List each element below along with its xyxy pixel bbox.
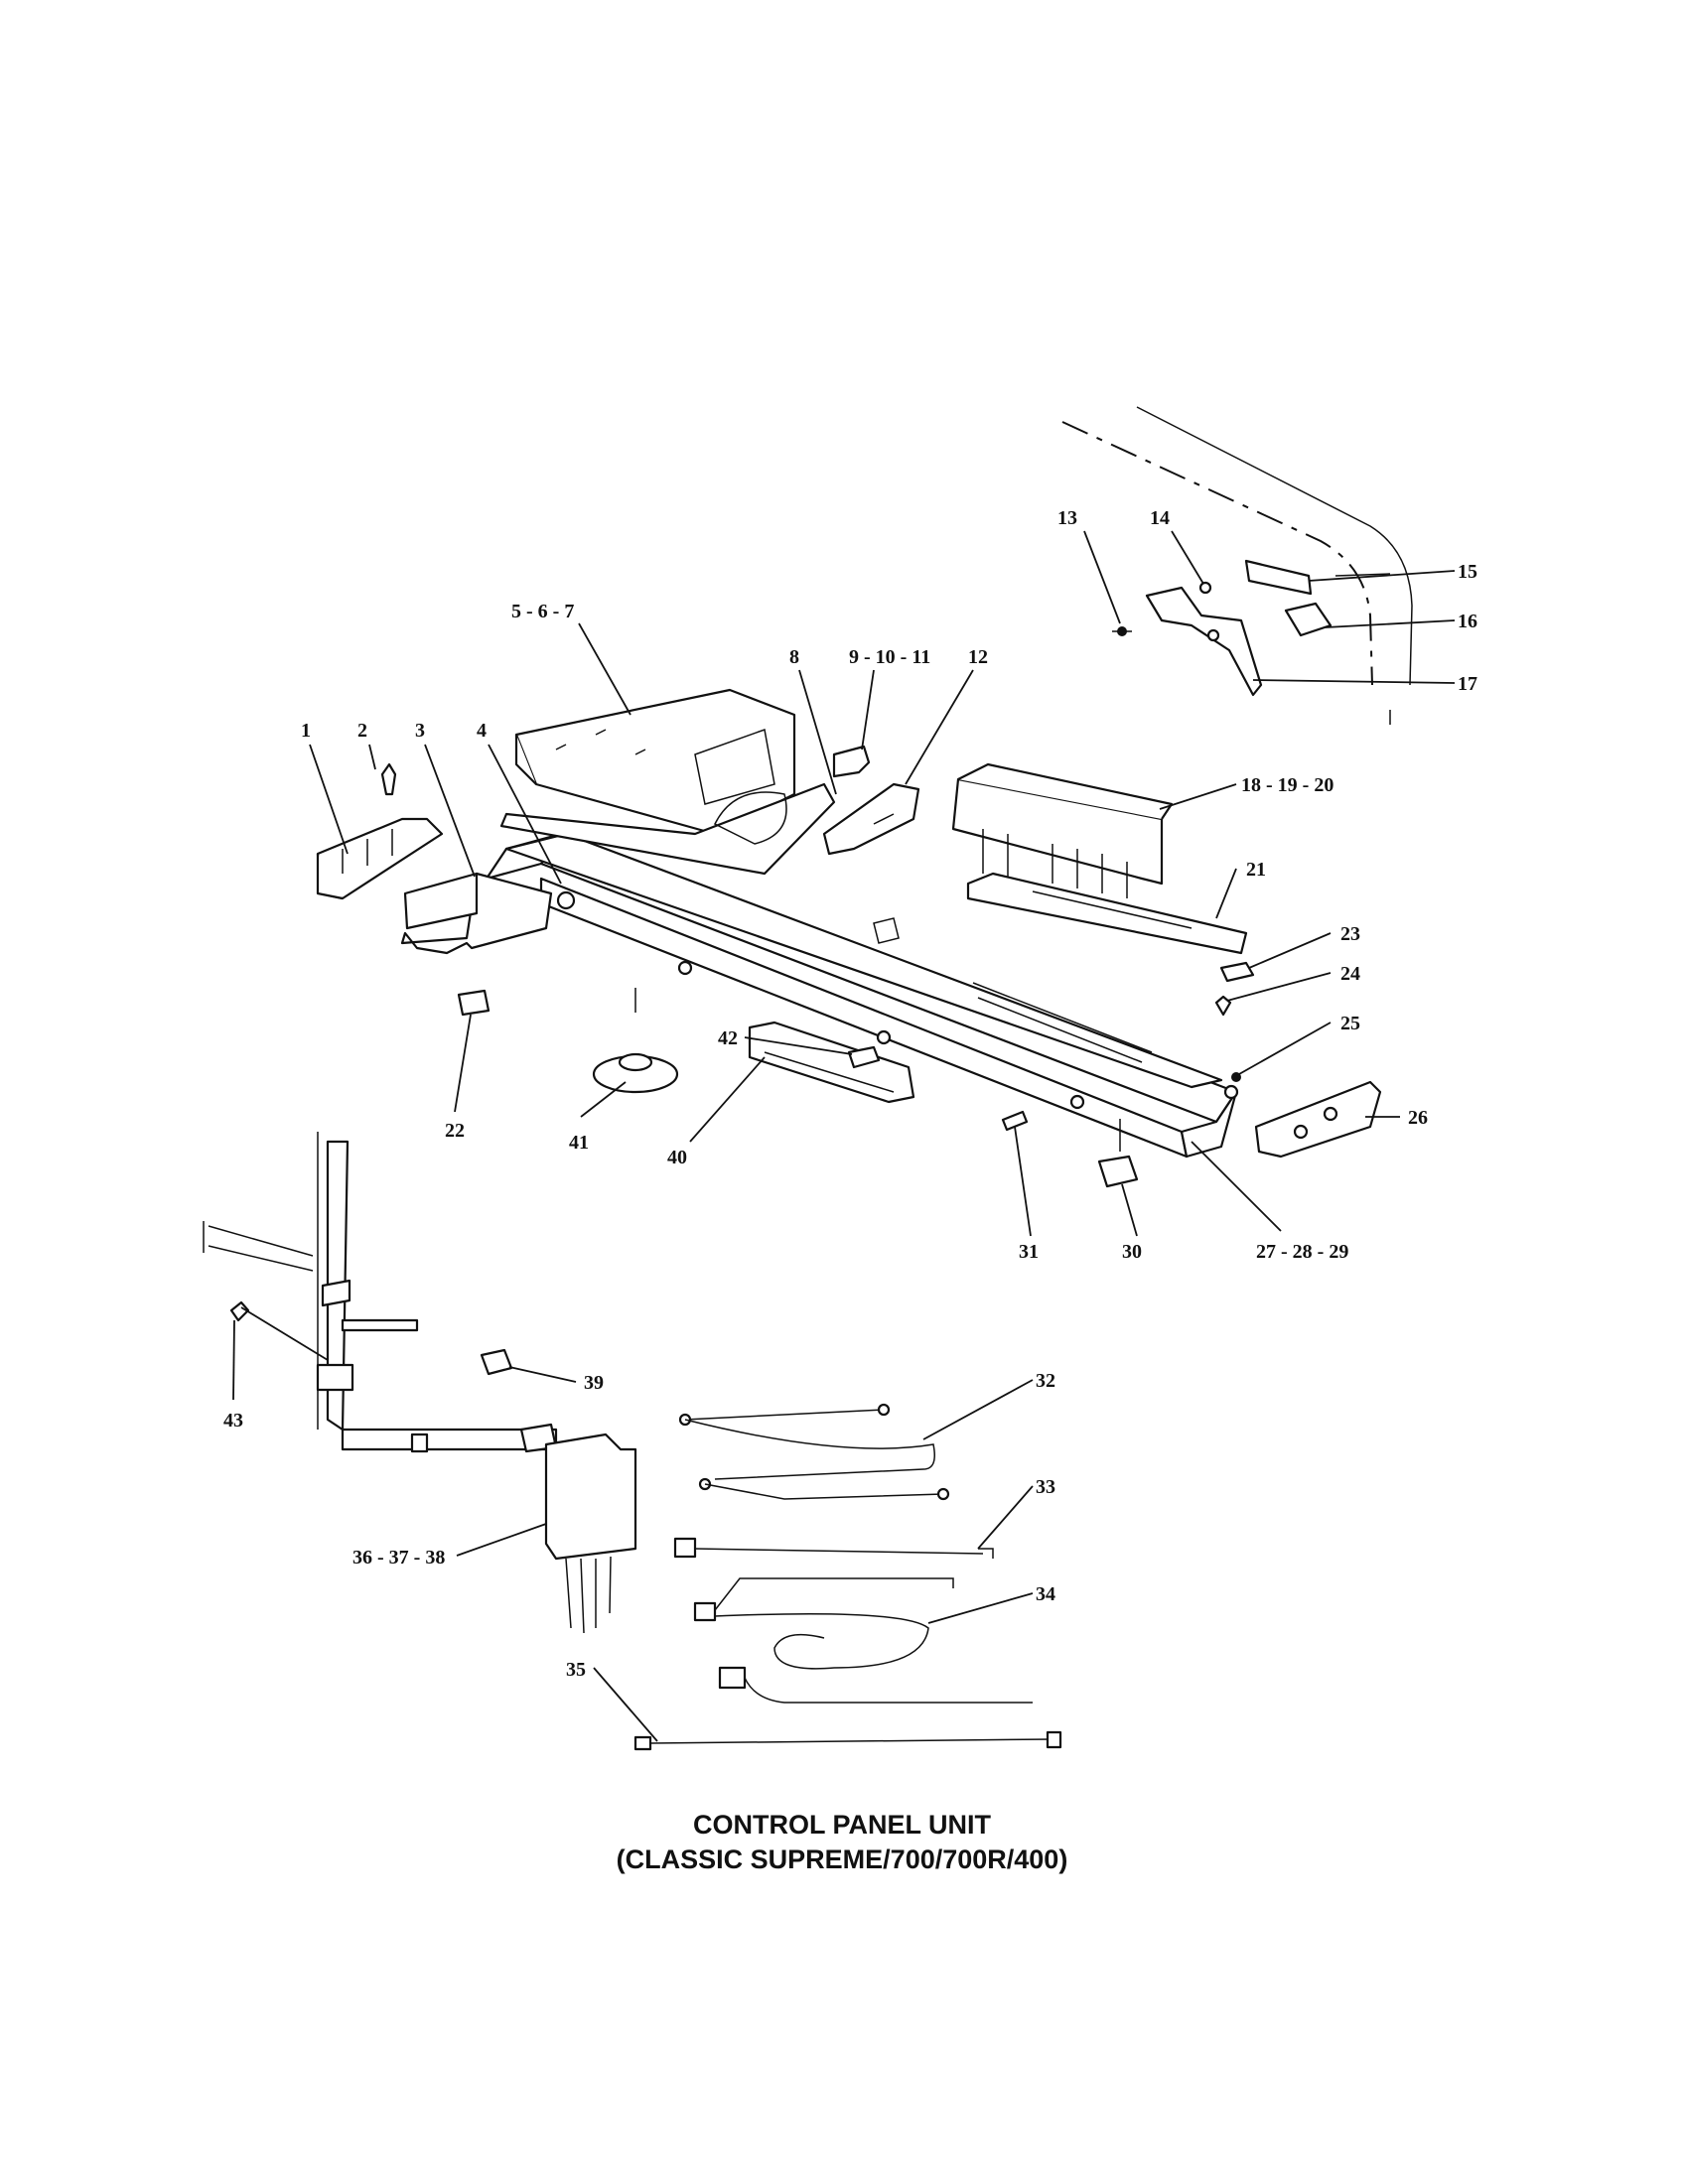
label-14: 14 xyxy=(1150,507,1170,529)
label-21: 21 xyxy=(1246,859,1266,881)
connector-block xyxy=(832,745,871,778)
label-34: 34 xyxy=(1036,1583,1055,1605)
left-panel-bracket xyxy=(400,872,576,955)
housing-outline xyxy=(1061,406,1413,725)
label-24: 24 xyxy=(1340,963,1360,985)
label-43: 43 xyxy=(223,1410,243,1432)
wiring-harness xyxy=(203,1132,558,1453)
keypad-plate xyxy=(966,872,1248,955)
control-board-assembly xyxy=(499,688,836,876)
label-5-6-7: 5 - 6 - 7 xyxy=(511,601,574,622)
keypad-housing xyxy=(951,762,1174,898)
diagram-subtitle: (CLASSIC SUPREME/700/700R/400) xyxy=(616,1844,1068,1874)
label-4: 4 xyxy=(477,720,487,742)
label-23: 23 xyxy=(1340,923,1360,945)
label-25: 25 xyxy=(1340,1013,1360,1034)
part-labels: 1 2 3 4 5 - 6 - 7 8 9 - 10 - 11 12 13 14… xyxy=(223,507,1477,1681)
diagram-title: CONTROL PANEL UNIT xyxy=(692,1810,991,1840)
right-end-cap xyxy=(1254,1080,1382,1159)
harness-clip xyxy=(229,1300,513,1376)
screw xyxy=(1001,1110,1029,1132)
small-insert xyxy=(457,989,491,1017)
label-22: 22 xyxy=(445,1120,465,1142)
label-41: 41 xyxy=(569,1132,589,1154)
label-40: 40 xyxy=(667,1147,687,1168)
hinge-bracket-assembly xyxy=(1112,559,1333,697)
left-end-bracket xyxy=(316,762,444,900)
leader-lines xyxy=(232,530,1456,1742)
small-clip xyxy=(1214,961,1255,1082)
label-16: 16 xyxy=(1458,611,1477,632)
label-35: 35 xyxy=(566,1659,586,1681)
label-36-37-38: 36 - 37 - 38 xyxy=(352,1547,445,1569)
label-13: 13 xyxy=(1057,507,1077,529)
label-3: 3 xyxy=(415,720,425,742)
label-18-19-20: 18 - 19 - 20 xyxy=(1241,774,1333,796)
label-32: 32 xyxy=(1036,1370,1055,1392)
label-17: 17 xyxy=(1458,673,1477,695)
label-27-28-29: 27 - 28 - 29 xyxy=(1256,1241,1348,1263)
label-31: 31 xyxy=(1019,1241,1039,1263)
control-knob xyxy=(592,988,679,1094)
label-33: 33 xyxy=(1036,1476,1055,1498)
label-8: 8 xyxy=(789,646,799,668)
display-cover xyxy=(748,1021,915,1104)
control-panel-bar xyxy=(485,832,1239,1159)
label-26: 26 xyxy=(1408,1107,1428,1129)
switch-block xyxy=(822,782,920,856)
label-42: 42 xyxy=(718,1027,738,1049)
wire-leads xyxy=(633,1403,1062,1751)
main-connector xyxy=(544,1433,637,1634)
label-39: 39 xyxy=(584,1372,604,1394)
push-button xyxy=(1097,1119,1139,1188)
label-1: 1 xyxy=(301,720,311,742)
label-2: 2 xyxy=(357,720,367,742)
label-30: 30 xyxy=(1122,1241,1142,1263)
label-9-10-11: 9 - 10 - 11 xyxy=(849,646,930,668)
label-15: 15 xyxy=(1458,561,1477,583)
label-12: 12 xyxy=(968,646,988,668)
